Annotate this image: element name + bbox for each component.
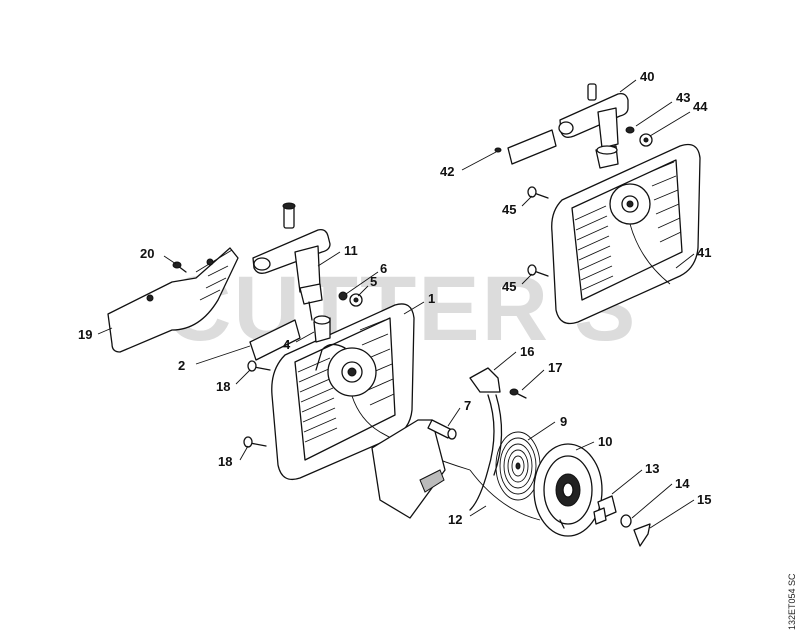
callout-6: 6 <box>380 261 387 276</box>
callout-5: 5 <box>370 274 377 289</box>
screw-18b <box>243 436 267 448</box>
washer-14 <box>620 514 632 528</box>
callout-15: 15 <box>697 492 711 507</box>
screw-45b <box>527 264 549 277</box>
callout-4: 4 <box>283 337 291 352</box>
starter-grip-right <box>558 83 629 169</box>
callout-45b: 45 <box>502 279 516 294</box>
callout-labels: 1 2 4 5 6 7 9 10 11 12 13 14 15 16 17 18… <box>78 69 711 527</box>
callout-18b: 18 <box>218 454 232 469</box>
starter-grip-left <box>252 202 331 321</box>
pin-7 <box>427 419 457 440</box>
callout-17: 17 <box>548 360 562 375</box>
callout-10: 10 <box>598 434 612 449</box>
screw-6 <box>338 291 348 301</box>
spring-housing <box>371 419 446 519</box>
callout-7: 7 <box>464 398 471 413</box>
guard-19 <box>107 247 239 353</box>
callout-13: 13 <box>645 461 659 476</box>
pawl-13 <box>593 495 617 525</box>
screw-17 <box>509 388 527 399</box>
callout-40: 40 <box>640 69 654 84</box>
cover-grille-left <box>297 319 395 443</box>
starter-cover-right <box>551 143 701 325</box>
rope-guide-16 <box>469 367 503 511</box>
callout-20: 20 <box>140 246 154 261</box>
plate-2 <box>249 319 301 361</box>
callout-41: 41 <box>697 245 711 260</box>
callout-45a: 45 <box>502 202 516 217</box>
callout-43: 43 <box>676 90 690 105</box>
callout-12: 12 <box>448 512 462 527</box>
grommet-4 <box>313 315 331 343</box>
callout-19: 19 <box>78 327 92 342</box>
callout-42: 42 <box>440 164 454 179</box>
callout-2: 2 <box>178 358 185 373</box>
callout-14: 14 <box>675 476 690 491</box>
cover-grille-right <box>574 161 682 291</box>
callout-1: 1 <box>428 291 435 306</box>
screw-45a <box>527 186 549 199</box>
screw-18a <box>247 360 271 372</box>
screw-43 <box>625 126 635 134</box>
spring-clip-15 <box>633 523 651 547</box>
callout-9: 9 <box>560 414 567 429</box>
callout-44: 44 <box>693 99 708 114</box>
callout-16: 16 <box>520 344 534 359</box>
callout-18a: 18 <box>216 379 230 394</box>
plate-right <box>507 129 557 165</box>
leader-lines <box>97 79 695 529</box>
drawing-code: 132ET054 SC <box>787 573 797 630</box>
pin-42 <box>494 147 502 153</box>
rope-rotor-10 <box>533 443 603 537</box>
callout-11: 11 <box>344 243 358 258</box>
screw-20 <box>172 261 187 273</box>
starter-rope-12 <box>469 469 541 521</box>
